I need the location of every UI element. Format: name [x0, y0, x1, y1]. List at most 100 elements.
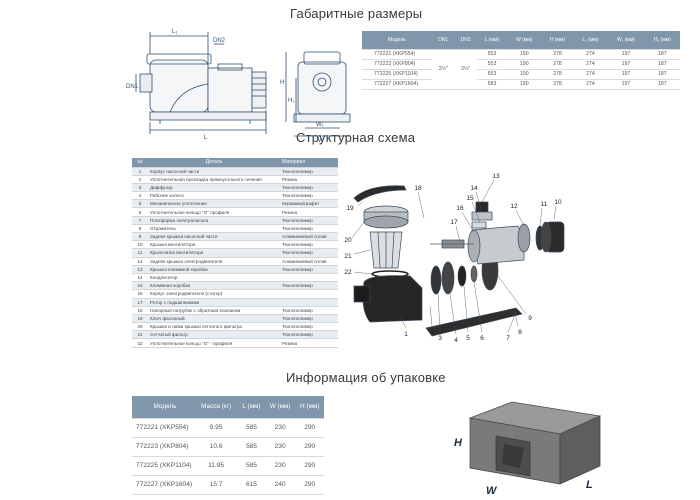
- dims-header-l1: L₁ (мм): [573, 31, 608, 50]
- dims-w1: 197: [607, 69, 645, 80]
- part-number: 4: [132, 191, 148, 201]
- callout-11: 11: [541, 201, 548, 208]
- dims-h1: 187: [644, 59, 680, 70]
- part-name: Крышка и гайка крышки сетчатого фильтра: [148, 322, 280, 332]
- pack-h: 290: [295, 418, 324, 438]
- part-name: Корпус насосной части: [148, 167, 280, 176]
- part-name: Корпус электродвигателя (статор): [148, 289, 280, 299]
- part-number: 8: [132, 224, 148, 234]
- dims-h: 278: [541, 49, 574, 60]
- dims-w1: 197: [607, 79, 645, 90]
- part-name: Уплотнительная прокладка прямоугольного …: [148, 175, 280, 184]
- part-number: 2: [132, 175, 148, 184]
- part-material: Технополимер: [280, 322, 338, 332]
- packing-table: Модель Масса (кг) L (мм) W (мм) H (мм) 7…: [132, 396, 324, 495]
- part-material: [280, 273, 338, 283]
- pack-h: 290: [295, 456, 324, 476]
- dimensions-table: Модель DN1 DN2 L (мм) W (мм) H (мм) L₁ (…: [362, 31, 680, 90]
- label-dn1: DN1: [126, 84, 139, 90]
- part-number: 22: [132, 338, 148, 348]
- pack-l: 585: [238, 418, 265, 438]
- part-number: 7: [132, 216, 148, 225]
- part-name: Задняя крышка электродвигателя: [148, 257, 280, 266]
- part-name: Ротор с подшипниками: [148, 298, 280, 307]
- pack-header-model: Модель: [132, 396, 194, 419]
- parts-header-num: №: [132, 158, 148, 168]
- part-material: Технополимер: [280, 265, 338, 274]
- callout-20: 20: [344, 237, 352, 244]
- dims-model: 772225 (XKP1104): [362, 69, 432, 80]
- dims-h: 278: [541, 59, 574, 70]
- part-name: Клеммная коробка: [148, 281, 280, 291]
- dims-l1: 274: [573, 69, 608, 80]
- exploded-view-diagram: 1 2 3 4 5 6 7 8 9 10 11 12 13 14 15 16 1…: [344, 173, 565, 344]
- dims-header-l: L (мм): [476, 31, 508, 50]
- dims-l: 583: [476, 79, 508, 90]
- dims-w1: 197: [607, 49, 645, 60]
- part-number: 13: [132, 265, 148, 274]
- dims-l1: 274: [573, 59, 608, 70]
- part-material: Алюминиевый сплав: [280, 257, 338, 266]
- part-material: Резина: [280, 175, 338, 184]
- dimension-drawing: L₁ DN2 DN1 L H H₁ W₁ W: [126, 29, 351, 143]
- part-name: Конденсатор: [148, 273, 280, 283]
- parts-header-material: Материал: [280, 158, 338, 168]
- dims-header-model: Модель: [362, 31, 432, 50]
- packing-title: Информация об упаковке: [286, 370, 446, 385]
- callout-22: 22: [344, 269, 352, 276]
- label-l1: L₁: [172, 29, 177, 35]
- callout-3: 3: [438, 335, 442, 342]
- pack-model: 772227 (XKP1604): [132, 475, 194, 495]
- part-number: 14: [132, 273, 148, 283]
- pack-l: 615: [238, 475, 265, 495]
- part-number: 9: [132, 232, 148, 242]
- callout-13: 13: [492, 173, 500, 180]
- dims-h: 278: [541, 69, 574, 80]
- pack-model: 772223 (XKP804): [132, 437, 194, 457]
- pack-header-w: W (мм): [264, 396, 296, 419]
- part-material: Технополимер: [280, 248, 338, 258]
- callout-14: 14: [470, 185, 478, 192]
- pack-l: 585: [238, 456, 265, 476]
- dims-h1: 187: [644, 49, 680, 60]
- part-name: Механическое уплотнение: [148, 199, 280, 209]
- pack-mass: 10.6: [194, 437, 239, 457]
- pack-header-l: L (мм): [238, 396, 265, 419]
- dimensions-title: Габаритные размеры: [290, 6, 423, 21]
- callout-10: 10: [554, 199, 562, 206]
- dims-w1: 197: [607, 59, 645, 70]
- dims-l1: 274: [573, 79, 608, 90]
- dims-h1: 187: [644, 69, 680, 80]
- dims-l: 553: [476, 59, 508, 70]
- label-dn2: DN2: [213, 38, 226, 44]
- callout-19: 19: [346, 205, 354, 212]
- part-number: 21: [132, 330, 148, 340]
- pack-header-mass: Масса (кг): [194, 396, 239, 419]
- dims-h: 278: [541, 79, 574, 90]
- pack-mass: 15.7: [194, 475, 239, 495]
- part-material: Технополимер: [280, 167, 338, 176]
- callout-4: 4: [454, 337, 458, 344]
- dims-l: 553: [476, 69, 508, 80]
- callout-18: 18: [414, 185, 422, 192]
- part-name: Диффузор: [148, 183, 280, 193]
- pack-l: 585: [238, 437, 265, 457]
- dims-header-dn1: DN1: [432, 31, 455, 50]
- part-material: Технополимер: [280, 216, 338, 225]
- box-label-l: L: [586, 479, 593, 491]
- dims-row: 772221 (XKP554) 2½" 2½" 553 190 278 274 …: [362, 49, 680, 90]
- part-name: Сетчатый фильтр: [148, 330, 280, 340]
- part-name: Задняя крышка насосной части: [148, 232, 280, 242]
- part-material: Резина: [280, 207, 338, 217]
- dims-model: 772227 (XKP1604): [362, 79, 432, 90]
